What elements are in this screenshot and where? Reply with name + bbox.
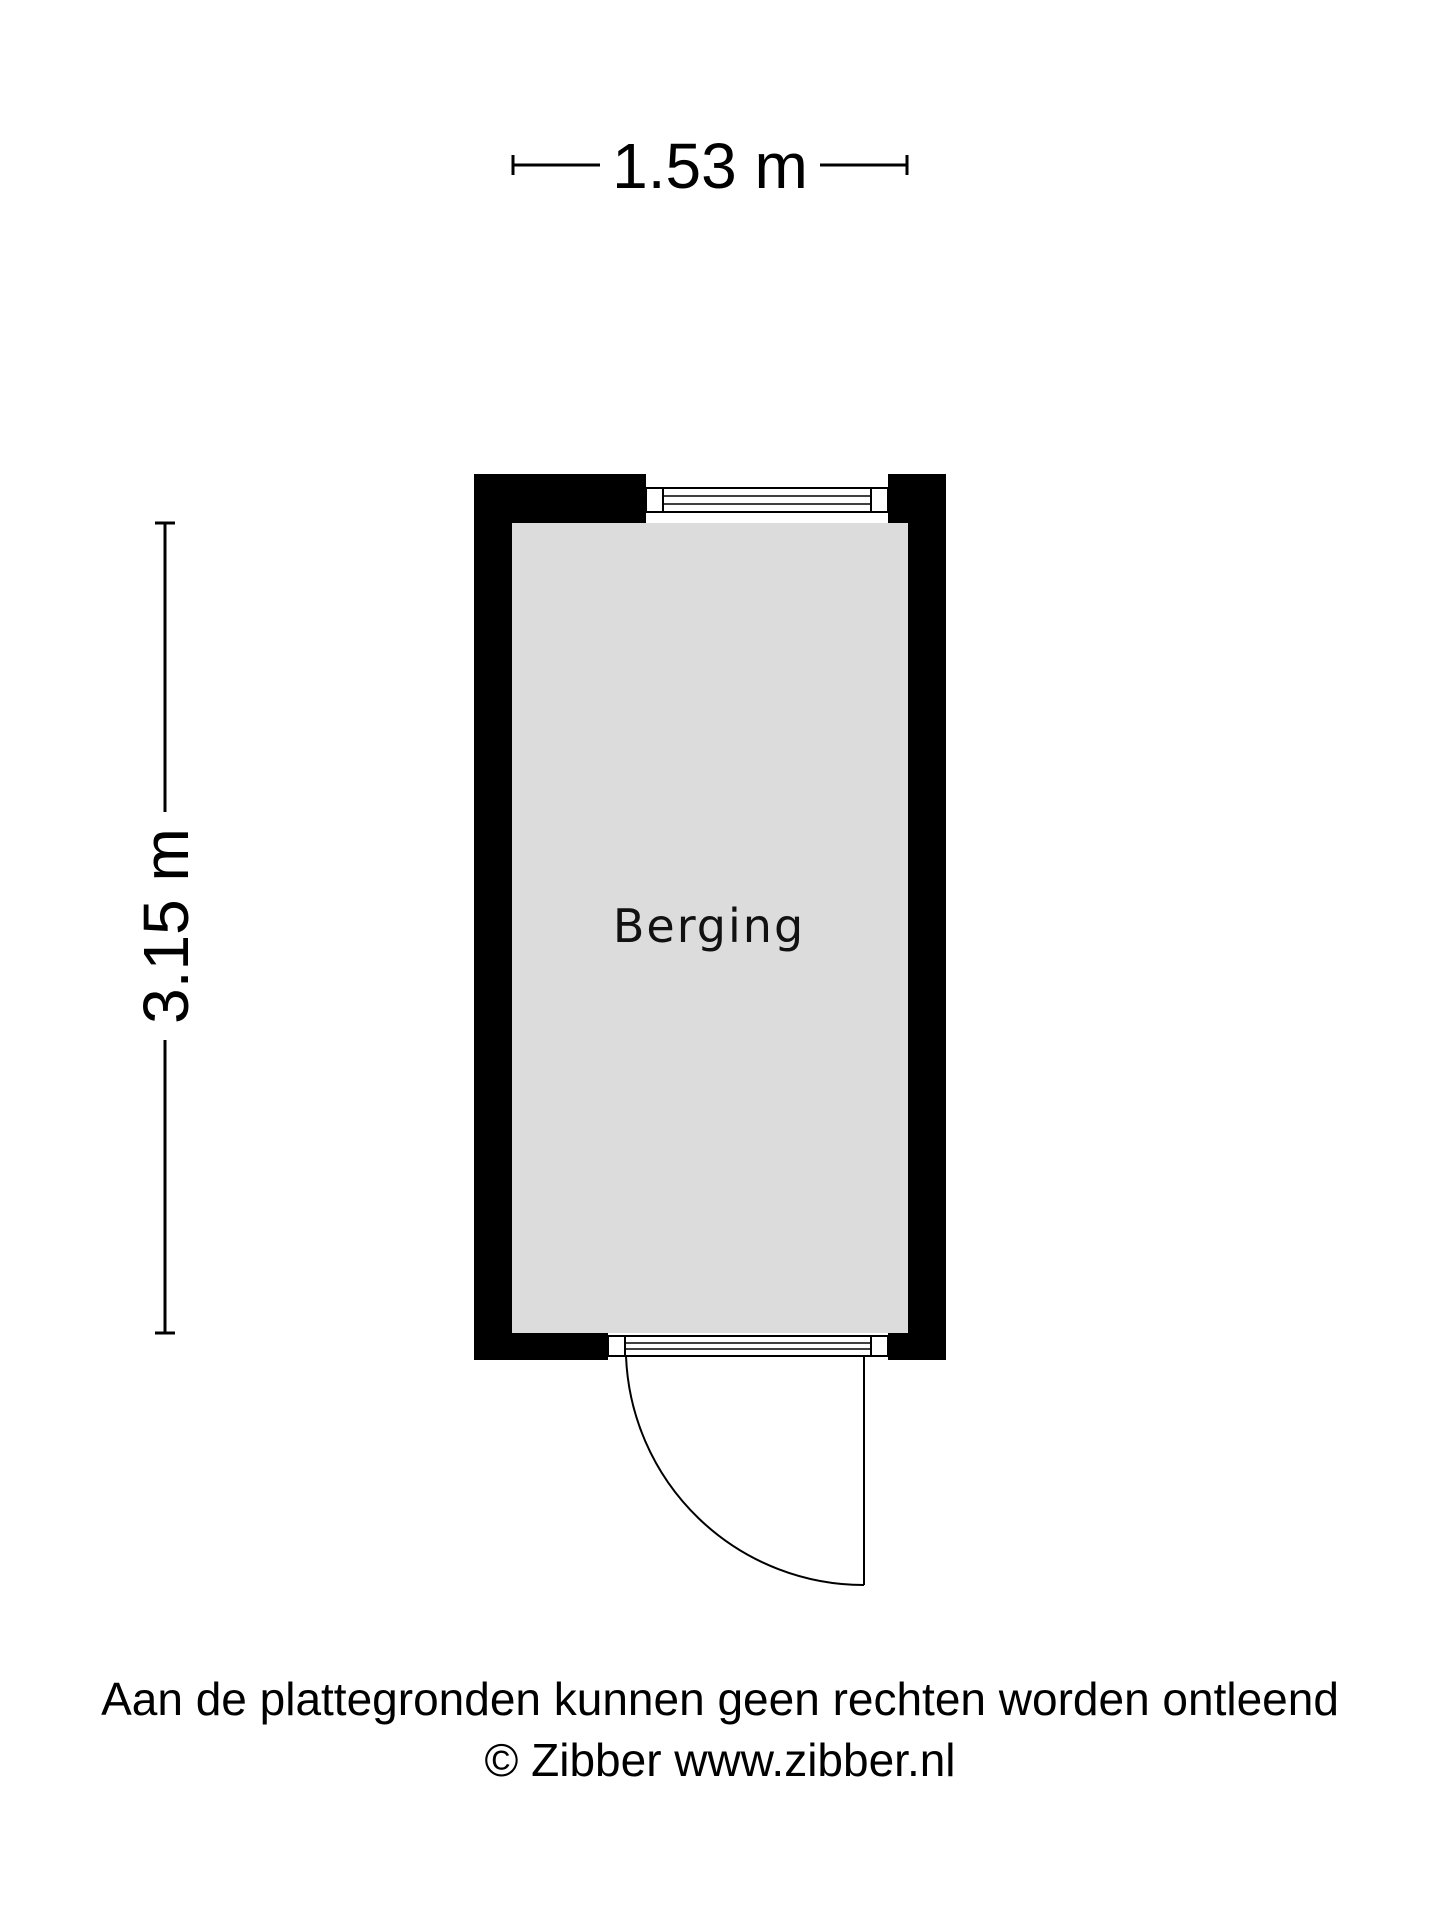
door-arc	[625, 1355, 865, 1586]
door-swing	[625, 1355, 865, 1586]
wall-left	[474, 474, 512, 1360]
disclaimer-text: Aan de plattegronden kunnen geen rechten…	[101, 1673, 1339, 1725]
width-label: 1.53 m	[612, 130, 808, 202]
wall-bottom-right	[888, 1333, 946, 1360]
copyright-text: © Zibber www.zibber.nl	[484, 1734, 956, 1786]
height-dimension: 3.15 m	[130, 521, 202, 1335]
wall-top-left	[474, 474, 646, 523]
height-label: 3.15 m	[130, 828, 202, 1024]
wall-bottom-left	[474, 1333, 608, 1360]
room-floor	[512, 523, 908, 1333]
door-frame	[607, 1335, 889, 1357]
wall-top-right	[888, 474, 946, 523]
width-dimension: 1.53 m	[511, 130, 909, 202]
walls	[474, 474, 946, 1360]
room-label: Berging	[613, 899, 805, 953]
wall-right	[908, 474, 946, 1360]
window	[645, 487, 889, 513]
